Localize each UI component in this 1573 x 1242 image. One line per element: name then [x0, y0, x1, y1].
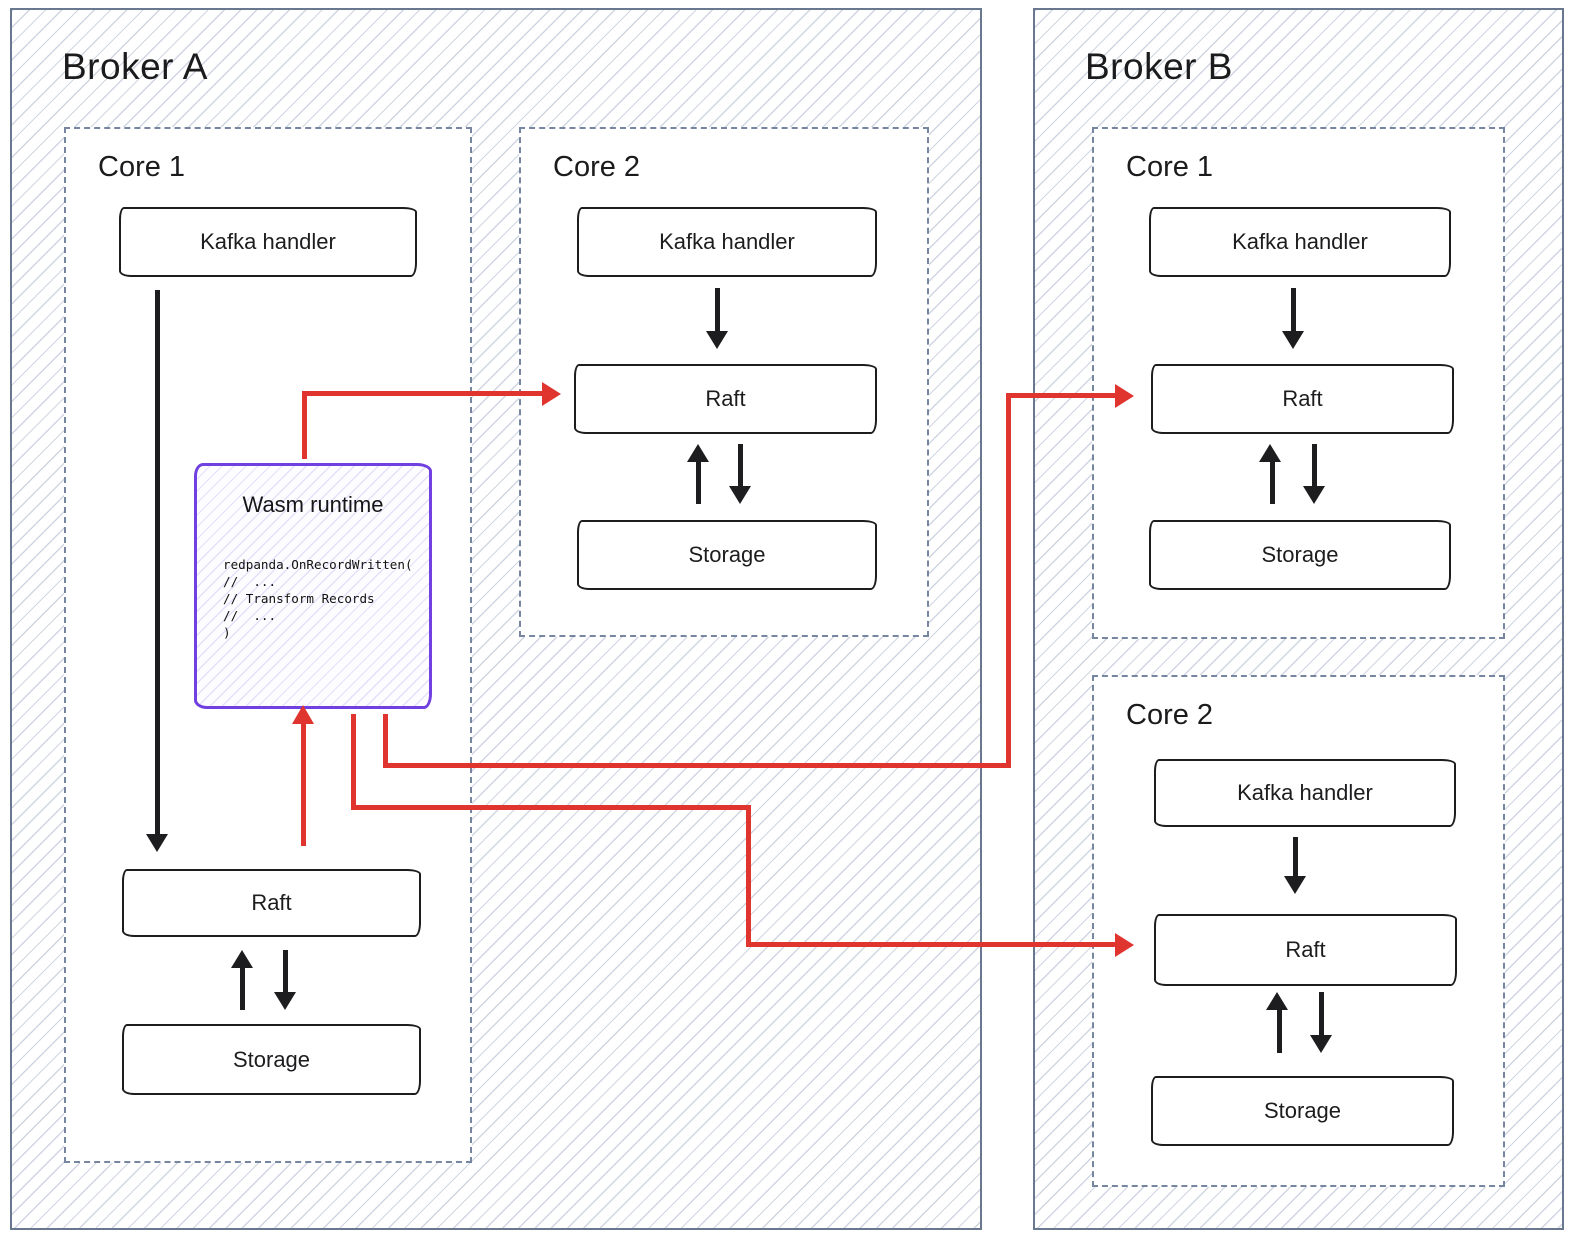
storage-label: Storage — [1261, 542, 1339, 567]
broker-b-title: Broker B — [1085, 46, 1233, 87]
kafka-handler-label: Kafka handler — [1232, 229, 1368, 254]
broker-b-container: Broker B Core 1 Kafka handler Raft Stora… — [1033, 8, 1564, 1230]
broker-a-core-1-title: Core 1 — [98, 151, 186, 183]
broker-a-title: Broker A — [62, 46, 208, 87]
storage-label: Storage — [1263, 1098, 1342, 1123]
broker-b-core-1-title: Core 1 — [1126, 151, 1214, 183]
broker-a-core-2-title: Core 2 — [553, 151, 641, 183]
code-line: // ... — [223, 574, 277, 589]
raft-node: Raft — [1154, 914, 1457, 986]
code-line: ) — [223, 625, 231, 640]
kafka-handler-node: Kafka handler — [119, 207, 417, 277]
wasm-runtime-title: Wasm runtime — [242, 492, 384, 517]
broker-a-core-1: Core 1 Kafka handler Wasm runtime redpan… — [64, 127, 472, 1163]
raft-node: Raft — [574, 364, 877, 434]
raft-label: Raft — [1282, 386, 1323, 411]
broker-b-core-1: Core 1 Kafka handler Raft Storage — [1092, 127, 1505, 639]
code-line: // ... — [223, 608, 277, 623]
broker-a-core-2: Core 2 Kafka handler Raft Storage — [519, 127, 929, 637]
storage-node: Storage — [577, 520, 877, 590]
kafka-handler-label: Kafka handler — [659, 229, 795, 254]
raft-label: Raft — [705, 386, 746, 411]
kafka-handler-node: Kafka handler — [1154, 759, 1456, 827]
storage-label: Storage — [232, 1046, 311, 1072]
wasm-runtime-node: Wasm runtime redpanda.OnRecordWritten( /… — [194, 463, 432, 709]
raft-label: Raft — [251, 890, 292, 915]
code-line: redpanda.OnRecordWritten( — [223, 557, 413, 572]
storage-node: Storage — [122, 1024, 421, 1095]
storage-node: Storage — [1151, 1076, 1454, 1146]
storage-node: Storage — [1149, 520, 1451, 590]
code-line: // Transform Records — [223, 591, 375, 606]
raft-label: Raft — [1285, 937, 1326, 962]
kafka-handler-node: Kafka handler — [1149, 207, 1451, 277]
kafka-handler-node: Kafka handler — [577, 207, 877, 277]
wasm-code-snippet: redpanda.OnRecordWritten( // ... // Tran… — [223, 556, 413, 641]
broker-b-core-2: Core 2 Kafka handler Raft Storage — [1092, 675, 1505, 1187]
storage-label: Storage — [688, 542, 766, 567]
broker-a-container: Broker A Core 1 Kafka handler Wasm runti… — [10, 8, 982, 1230]
broker-b-core-2-title: Core 2 — [1126, 699, 1214, 731]
kafka-handler-label: Kafka handler — [1237, 780, 1373, 805]
raft-node: Raft — [1151, 364, 1454, 434]
kafka-handler-label: Kafka handler — [200, 229, 336, 254]
raft-node: Raft — [122, 869, 421, 937]
